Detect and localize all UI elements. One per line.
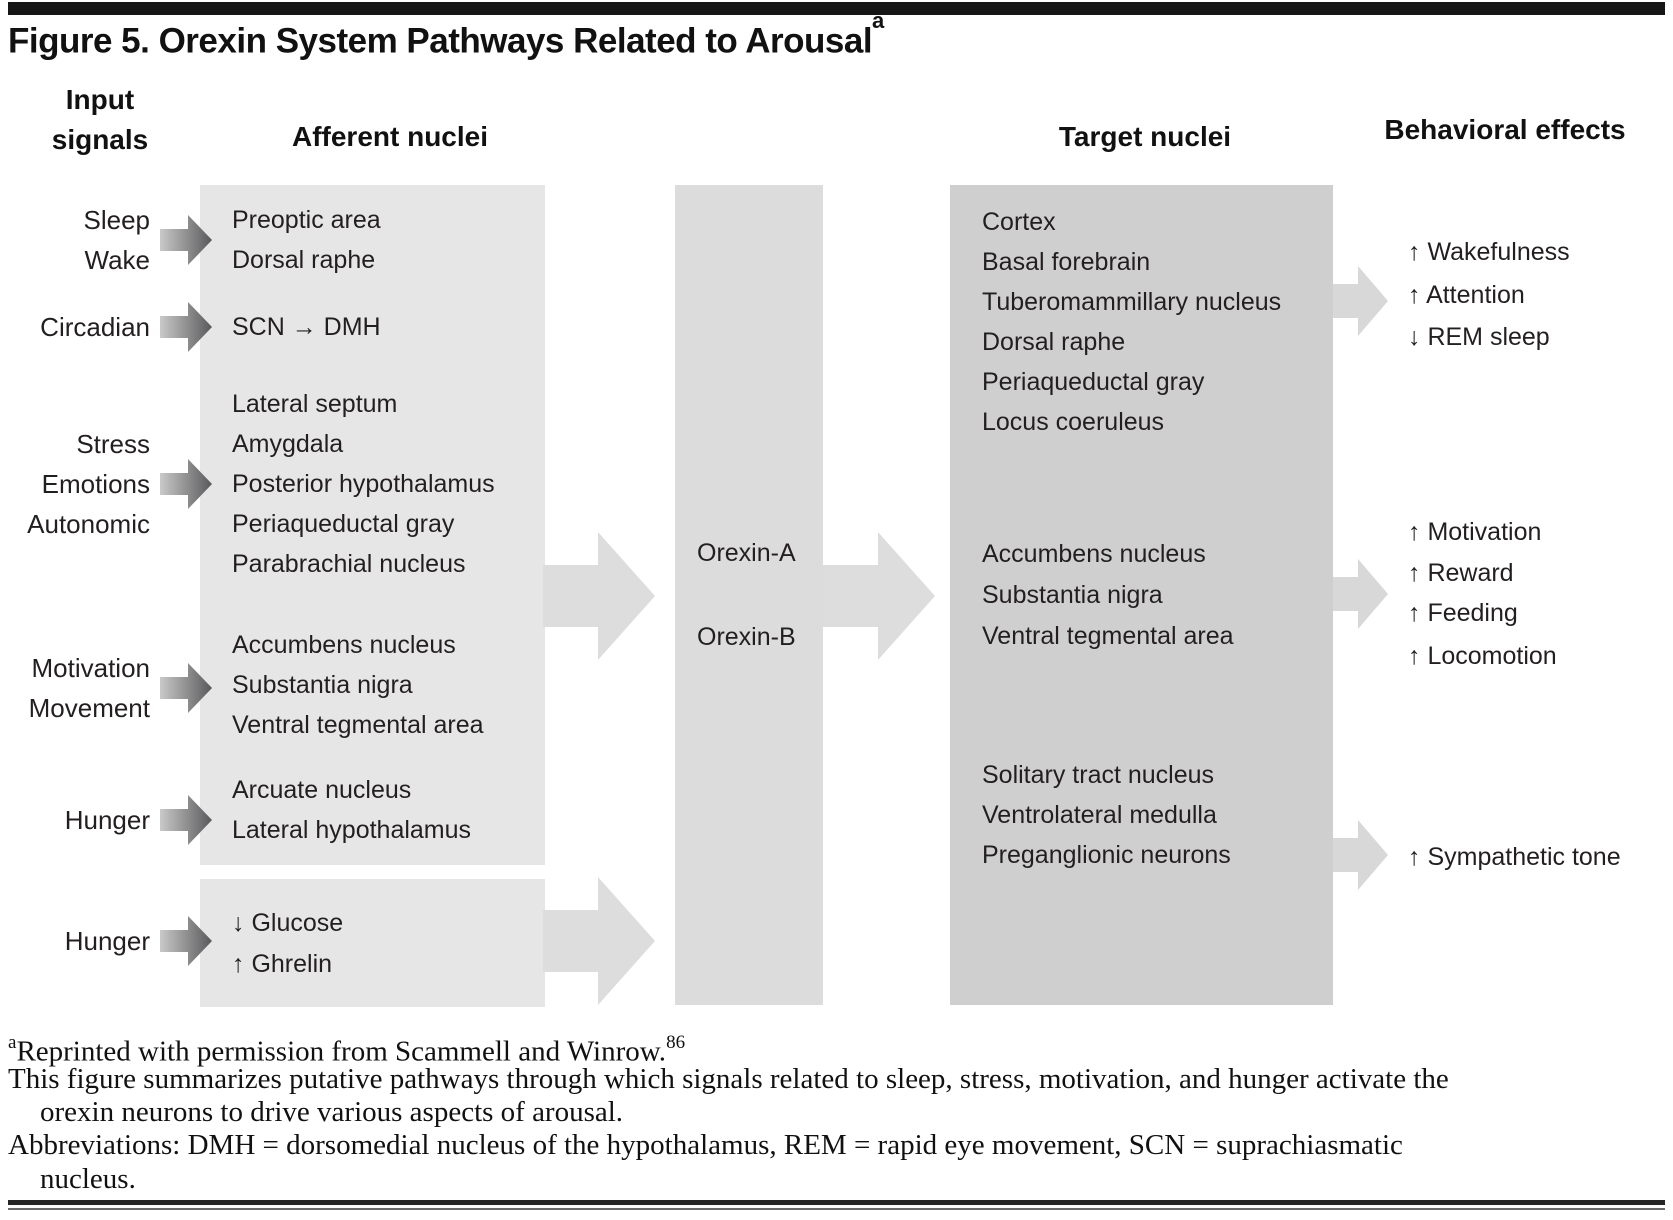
- input-label-emotions: Emotions: [41, 469, 150, 499]
- input-label-hunger-1: Hunger: [64, 805, 150, 835]
- input-arrow-sleep-wake-icon: [160, 215, 212, 265]
- behavioral-effect: ↑ Reward: [1408, 559, 1514, 587]
- input-label-movement: Movement: [28, 693, 150, 723]
- column-header-input-line1: Input: [65, 84, 135, 115]
- afferent-item: Arcuate nucleus: [232, 776, 412, 804]
- afferent-item: Periaqueductal gray: [232, 510, 455, 538]
- behavioral-effect: ↑ Feeding: [1408, 599, 1518, 627]
- target-nuclei-box: [950, 185, 1333, 1005]
- orexin-neurons-box: [675, 185, 823, 1005]
- target-item: Locus coeruleus: [982, 408, 1165, 436]
- input-label-sleep: Sleep: [83, 205, 151, 235]
- afferent-item: Amygdala: [232, 430, 344, 458]
- behavioral-effect: ↑ Locomotion: [1408, 642, 1557, 670]
- afferent-item: SCN → DMH: [232, 313, 381, 341]
- target-item: Preganglionic neurons: [982, 841, 1231, 869]
- afferent-item: Ventral tegmental area: [232, 711, 484, 739]
- afferent-nuclei-box: [200, 185, 545, 865]
- behavioral-effect: ↑ Attention: [1408, 281, 1525, 309]
- input-arrow-motivation-movement-icon: [160, 663, 212, 713]
- afferent-item: Lateral hypothalamus: [232, 816, 472, 844]
- footnote-line-1: aReprinted with permission from Scammell…: [8, 1028, 686, 1068]
- footnote-line-1-text: Reprinted with permission from Scammell …: [16, 1035, 667, 1068]
- footnote-line-2: This figure summarizes putative pathways…: [8, 1063, 1449, 1095]
- column-header-afferent: Afferent nuclei: [291, 121, 489, 152]
- effect-arrow-sympathetic-icon: [1333, 820, 1388, 890]
- target-item: Substantia nigra: [982, 581, 1163, 609]
- column-header-target: Target nuclei: [1058, 121, 1232, 152]
- figure-title-text: Figure 5. Orexin System Pathways Related…: [8, 21, 873, 61]
- afferent-item: Parabrachial nucleus: [232, 550, 466, 578]
- footnote-line-5: nucleus.: [40, 1163, 136, 1195]
- input-label-motivation: Motivation: [31, 653, 151, 683]
- afferent-item: Dorsal raphe: [232, 246, 376, 274]
- target-item: Accumbens nucleus: [982, 540, 1206, 568]
- target-item: Solitary tract nucleus: [982, 761, 1215, 789]
- metabolic-signals-box: [200, 879, 545, 1007]
- behavioral-effect: ↑ Motivation: [1408, 518, 1542, 546]
- bottom-rule-thin: [8, 1208, 1665, 1210]
- target-item: Periaqueductal gray: [982, 368, 1205, 396]
- target-item: Ventral tegmental area: [982, 622, 1234, 650]
- behavioral-effect: ↓ REM sleep: [1408, 323, 1550, 351]
- target-item: Dorsal raphe: [982, 328, 1126, 356]
- input-label-hunger-2: Hunger: [64, 926, 150, 956]
- behavioral-effect: ↑ Wakefulness: [1408, 238, 1570, 266]
- bottom-rule-thick: [8, 1200, 1665, 1205]
- metabolic-item: ↓ Glucose: [232, 909, 344, 937]
- footnote-reference-number: 86: [666, 1032, 686, 1053]
- orexin-item: Orexin-B: [697, 623, 796, 651]
- orexin-item: Orexin-A: [697, 539, 796, 567]
- column-header-behavioral: Behavioral effects: [1384, 114, 1626, 145]
- target-item: Ventrolateral medulla: [982, 801, 1217, 829]
- behavioral-effect: ↑ Sympathetic tone: [1408, 843, 1621, 871]
- input-label-autonomic: Autonomic: [27, 509, 150, 539]
- effect-arrow-motivation-icon: [1333, 559, 1388, 629]
- target-item: Basal forebrain: [982, 248, 1151, 276]
- input-label-wake: Wake: [84, 245, 151, 275]
- target-item: Cortex: [982, 208, 1056, 236]
- input-arrow-stress-emotions-icon: [160, 459, 212, 509]
- figure-title: Figure 5. Orexin System Pathways Related…: [8, 8, 884, 62]
- afferent-item: Lateral septum: [232, 390, 398, 418]
- metabolic-item: ↑ Ghrelin: [232, 950, 333, 978]
- flow-arrow-orexin-to-target-icon: [823, 532, 935, 660]
- top-rule-bar: [8, 2, 1665, 15]
- afferent-item: Preoptic area: [232, 206, 381, 234]
- column-header-input-line2: signals: [51, 124, 149, 155]
- footnote-line-3: orexin neurons to drive various aspects …: [40, 1096, 624, 1128]
- input-arrow-hunger-1-icon: [160, 795, 212, 845]
- input-arrow-circadian-icon: [160, 302, 212, 352]
- input-label-circadian: Circadian: [40, 312, 150, 342]
- flow-arrow-metabolic-to-orexin-icon: [543, 877, 655, 1005]
- figure-title-superscript: a: [872, 8, 884, 33]
- flow-arrow-afferent-to-orexin-icon: [543, 532, 655, 660]
- afferent-item: Posterior hypothalamus: [232, 470, 495, 498]
- footnote-line-4: Abbreviations: DMH = dorsomedial nucleus…: [8, 1129, 1403, 1161]
- input-arrow-hunger-2-icon: [160, 916, 212, 966]
- afferent-item: Accumbens nucleus: [232, 631, 456, 659]
- afferent-item: Substantia nigra: [232, 671, 413, 699]
- effect-arrow-arousal-icon: [1333, 266, 1388, 336]
- target-item: Tuberomammillary nucleus: [982, 288, 1282, 316]
- input-label-stress: Stress: [76, 429, 150, 459]
- footnote-superscript-a: a: [8, 1032, 17, 1053]
